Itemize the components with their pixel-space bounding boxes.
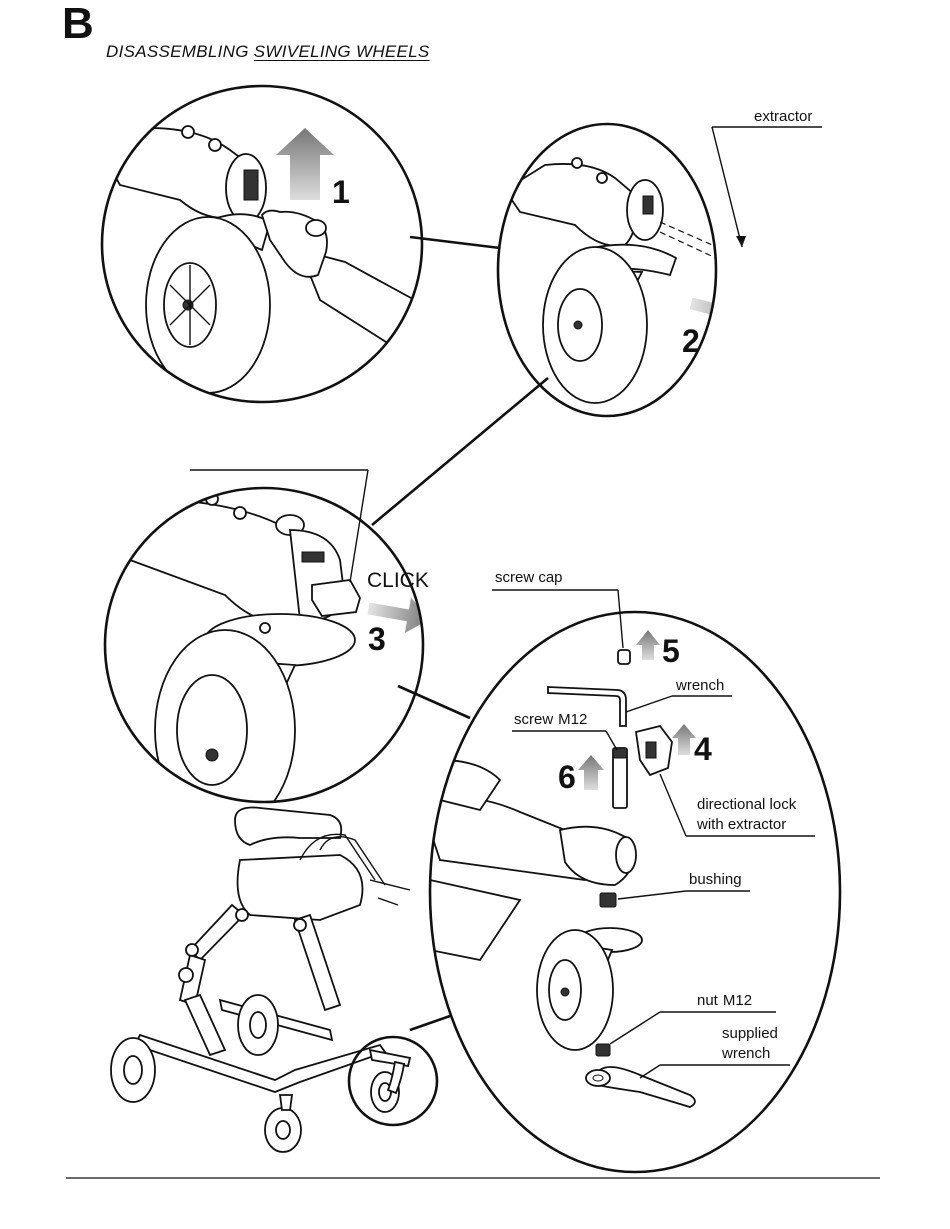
step-4-number: 4 bbox=[694, 731, 712, 767]
step-3-number: 3 bbox=[368, 621, 386, 657]
label-screw: screw M12 bbox=[514, 711, 587, 728]
label-screw-text: screw bbox=[514, 711, 553, 728]
label-supplied-wrench-1: supplied bbox=[722, 1025, 778, 1042]
label-supplied-wrench-2: wrench bbox=[721, 1045, 770, 1062]
detail-circle-step-1: 1 bbox=[100, 86, 455, 402]
label-screw-size: M12 bbox=[558, 711, 587, 728]
walker-overview bbox=[111, 808, 437, 1153]
label-screw-cap: screw cap bbox=[495, 569, 563, 586]
label-wrench: wrench bbox=[675, 677, 724, 694]
step-1-number: 1 bbox=[332, 174, 350, 210]
label-nut-text: nut bbox=[697, 992, 719, 1009]
step-5-number: 5 bbox=[662, 633, 680, 669]
click-text: CLICK bbox=[367, 569, 429, 592]
step-6-number: 6 bbox=[558, 759, 576, 795]
detail-circle-step-3: CLICK 3 bbox=[105, 470, 433, 830]
label-directional-lock-2: with extractor bbox=[696, 816, 786, 833]
detail-circle-step-2: 2 bbox=[498, 124, 778, 416]
label-nut-size: M12 bbox=[723, 992, 752, 1009]
extractor-callout: extractor bbox=[712, 108, 822, 247]
label-bushing: bushing bbox=[689, 871, 742, 888]
label-extractor: extractor bbox=[754, 108, 812, 125]
step-2-number: 2 bbox=[682, 323, 700, 359]
label-directional-lock-1: directional lock bbox=[697, 796, 797, 813]
detail-circle-exploded-view: 5 4 6 bbox=[420, 612, 840, 1172]
